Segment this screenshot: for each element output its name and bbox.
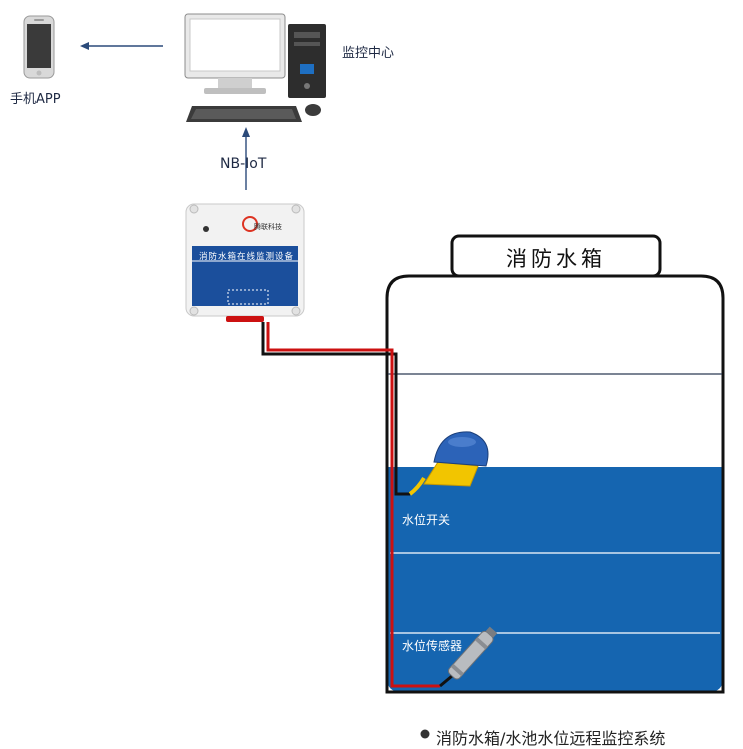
caption-bullet: [420, 729, 430, 739]
protocol-label: NB-IoT: [220, 156, 267, 172]
caption: 消防水箱/水池水位远程监控系统: [436, 729, 666, 748]
computer-monitor-icon: [184, 13, 286, 94]
keyboard-icon: [186, 104, 321, 122]
device-name: 消防水箱在线监测设备: [199, 252, 295, 262]
device-brand: 腾联科技: [254, 223, 282, 231]
phone-icon: [23, 15, 55, 79]
arrow-to-computer: [242, 127, 250, 190]
float-switch-label: 水位开关: [402, 513, 451, 527]
arrow-to-phone: [80, 42, 163, 50]
phone-app-label: 手机APP: [10, 92, 61, 107]
monitoring-device-icon: [185, 203, 305, 322]
water-body: [387, 467, 723, 692]
cable: [261, 322, 453, 688]
level-sensor-label: 水位传感器: [402, 639, 463, 653]
monitor-center-label: 监控中心: [342, 46, 395, 61]
computer-tower-icon: [288, 24, 326, 98]
tank-title: 消防水箱: [506, 247, 606, 271]
level-sensor-icon: [447, 626, 498, 680]
float-switch-icon: [408, 431, 489, 496]
tank-outline: [385, 274, 725, 694]
